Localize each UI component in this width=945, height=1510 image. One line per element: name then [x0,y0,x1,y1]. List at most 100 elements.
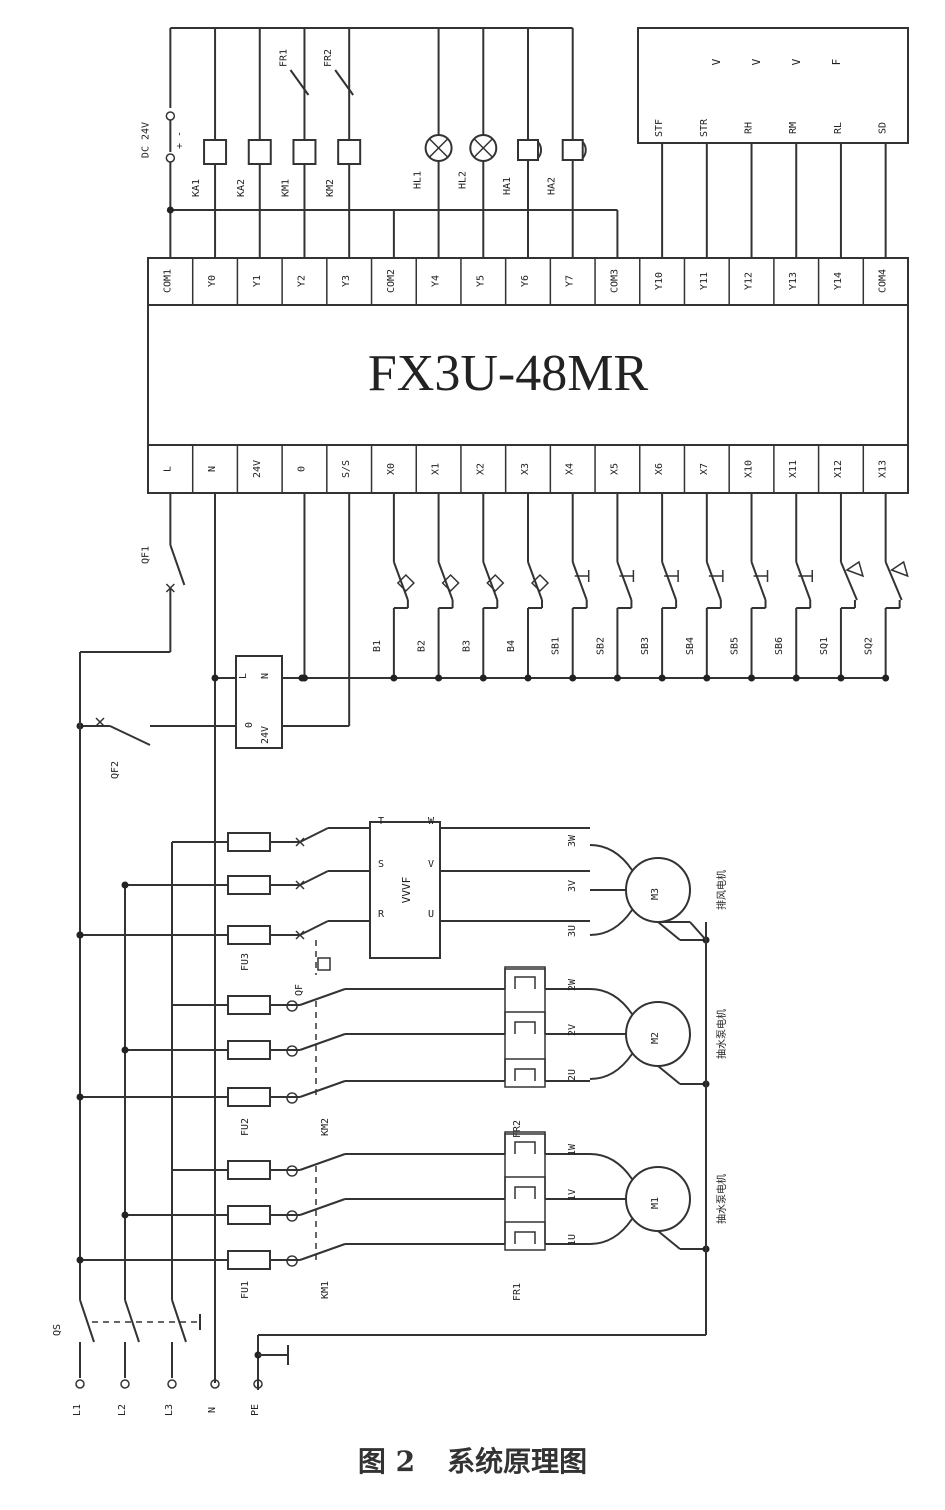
interlock-label-fr1: FR1 [278,49,289,67]
junction-dot [792,674,800,682]
terminal-label-y2: Y2 [296,275,307,287]
thermal-element [514,1186,536,1199]
lamp-label-hl2: HL2 [457,171,468,189]
qs-contact [171,1299,187,1343]
motor-phase-label-3v: 3V [567,880,578,892]
motor-desc-m3: 排风电机 [715,870,728,910]
qs-contact [124,1299,140,1343]
breaker-label-qf2: QF2 [110,761,121,779]
input-label-b4: B4 [506,640,517,652]
buzzer-ha2 [561,139,584,161]
limit-switch-contact [884,561,903,601]
terminal-label-x11: X11 [788,460,799,478]
junction-dot [703,674,711,682]
qf2-contact [109,725,151,746]
contactor-arc [286,1092,298,1104]
buzzer-ha1 [517,139,539,161]
vvvf-output-label: V [428,859,434,870]
terminal-label-ss: S/S [341,460,352,478]
fuse [227,1160,271,1180]
contactor-arc [286,1210,298,1222]
motor-phase-label-3w: 3W [567,834,578,847]
thermal-element [514,1141,536,1154]
junction-dot [298,674,306,682]
motor-phase-label-2v: 2V [567,1024,578,1036]
motor-name-m3: M3 [650,888,661,900]
input-label-sb1: SB1 [551,637,562,655]
pushbutton-contact [661,561,678,601]
lamp-label-hl1: HL1 [413,171,424,189]
contactor-contact [299,1080,346,1098]
motor-lead [589,988,633,1015]
relay-label-fr2: FR2 [512,1120,523,1138]
junction-dot [748,674,756,682]
vvvf-title: VVVF [400,877,413,904]
dc-supply-label: DC 24V [140,122,151,158]
buzzer-label-ha2: HA2 [547,177,558,195]
junction-dot [121,1046,129,1054]
terminal-label-y5: Y5 [475,275,486,287]
relay-coil-km1 [292,139,317,165]
mains-label-l2: L2 [117,1404,128,1416]
qf-mark [295,837,305,847]
psu-label-bottom-right: 24V [260,726,271,744]
terminal-label-x2: X2 [475,463,486,475]
vvvf-input-label: R [378,909,385,920]
junction-dot [435,674,443,682]
junction-dot [613,674,621,682]
motor-lead [589,1153,633,1180]
vfd-box-header-label: V [750,58,763,65]
terminal-label-y3: Y3 [341,275,352,287]
terminal-label-y7: Y7 [565,275,576,287]
pushbutton-contact [795,561,812,601]
sensor-diamond [486,573,505,593]
junction-dot [479,674,487,682]
supply-terminal-l3 [167,1379,177,1389]
thermal-element [514,1068,536,1081]
fuse-label-fu1: FU1 [240,1281,251,1299]
pe-lead [689,921,707,941]
thermal-element [504,1131,546,1154]
psu-label-bottom-left: 0 [244,722,255,728]
qs-contact [79,1299,95,1343]
motor-phase-label-2u: 2U [567,1069,578,1081]
contactor-contact [299,1198,346,1216]
vfd-signal-label-stf: STF [654,119,665,137]
motor-phase-label-3u: 3U [567,925,578,937]
terminal-label-y13: Y13 [788,272,799,290]
motor-ground-lead [657,1230,681,1250]
input-label-sb6: SB6 [774,637,785,655]
junction-dot [121,881,129,889]
fuse [227,1250,271,1270]
junction-dot [76,1256,84,1264]
input-label-sb2: SB2 [595,637,606,655]
terminal-label-y6: Y6 [520,275,531,287]
terminal-label-n: N [207,466,218,472]
terminal-label-24v: 24V [252,460,263,478]
thermal-element [514,1021,536,1034]
vfd-signal-label-sd: SD [878,122,889,134]
input-label-sq1: SQ1 [819,637,830,655]
sensor-diamond [441,573,460,593]
thermal-relay-fr2 [504,968,546,1088]
input-label-sb3: SB3 [640,637,651,655]
terminal-label-y10: Y10 [654,272,665,290]
terminal-label-x4: X4 [565,463,576,475]
coil-label-ka2: KA2 [236,179,247,197]
contactor-contact [299,988,346,1006]
terminal-label-x5: X5 [609,463,620,475]
plc-body: FX3U-48MR [147,257,909,494]
terminal-label-y0: Y0 [207,275,218,287]
thermal-element [514,976,536,989]
motor-desc-m2: 抽水泵电机 [715,1009,728,1059]
vvvf-breaker-label: QF [294,984,305,996]
fuse [227,1087,271,1107]
thermal-element [504,1011,546,1034]
qf-contact [299,870,329,886]
terminal-label-x3: X3 [520,463,531,475]
terminal-label-y1: Y1 [252,275,263,287]
